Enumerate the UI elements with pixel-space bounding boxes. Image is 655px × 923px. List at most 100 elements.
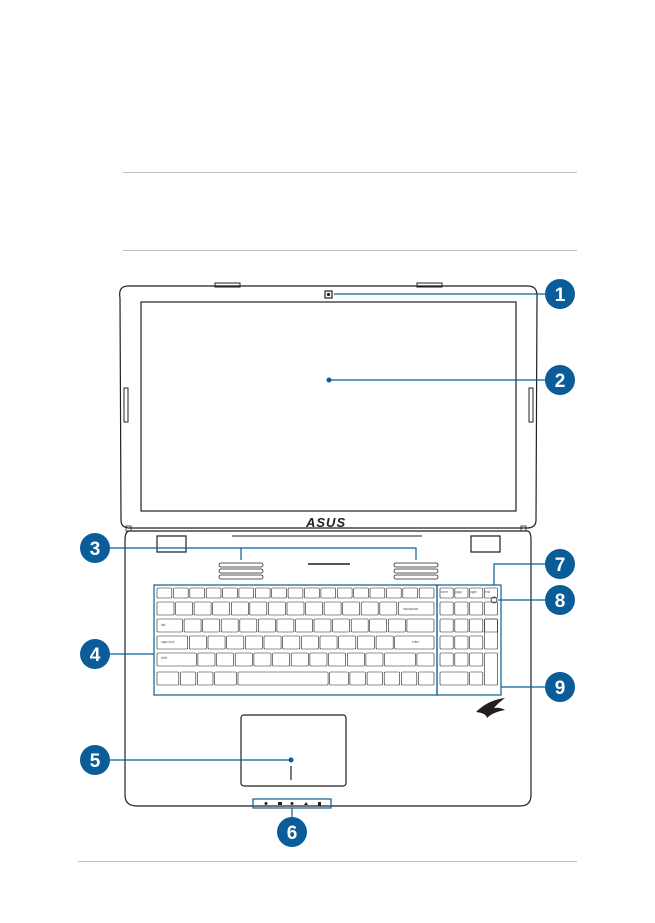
key-r4-6[interactable] [263, 635, 282, 650]
key-r3-5[interactable] [239, 618, 258, 633]
key-r5-1[interactable] [156, 652, 197, 667]
key-r6-3[interactable] [197, 671, 214, 686]
key-r5-13[interactable] [416, 652, 435, 667]
key-r2-13[interactable] [379, 601, 398, 616]
key-r1-12[interactable] [336, 587, 353, 599]
numpad-key-r1-1[interactable] [439, 587, 454, 599]
key-r2-12[interactable] [360, 601, 379, 616]
key-r1-10[interactable] [304, 587, 320, 599]
key-r3-13[interactable] [387, 618, 406, 633]
key-r6-7[interactable] [349, 671, 366, 686]
key-r2-2[interactable] [175, 601, 193, 616]
numpad-key-r4-1[interactable] [439, 635, 454, 650]
key-r3-6[interactable] [257, 618, 276, 633]
key-r2-3[interactable] [193, 601, 212, 616]
key-r5-9[interactable] [328, 652, 347, 667]
key-r3-11[interactable] [350, 618, 369, 633]
numpad-key-r1-4[interactable] [484, 587, 498, 599]
numpad-key-r3-2[interactable] [454, 618, 469, 633]
key-r1-3[interactable] [189, 587, 205, 599]
key-r3-8[interactable] [295, 618, 313, 633]
key-r4-3[interactable] [207, 635, 226, 650]
key-r5-11[interactable] [365, 652, 384, 667]
key-r1-17[interactable] [418, 587, 435, 599]
numpad-key-r2-1[interactable] [439, 601, 454, 616]
key-r5-7[interactable] [290, 652, 309, 667]
numpad-key-r2-3[interactable] [469, 601, 484, 616]
key-r3-3[interactable] [202, 618, 220, 633]
numpad-key-r1-3[interactable] [469, 587, 484, 599]
key-r4-4[interactable] [226, 635, 245, 650]
key-r2-5[interactable] [231, 601, 249, 616]
numpad-key-r3-3[interactable] [469, 618, 484, 633]
key-r6-9[interactable] [383, 671, 401, 686]
key-r1-9[interactable] [287, 587, 304, 599]
key-r2-8[interactable] [286, 601, 305, 616]
numpad-enter-key[interactable] [484, 652, 498, 686]
key-r4-9[interactable] [319, 635, 338, 650]
numpad-key-r3-4[interactable] [484, 618, 498, 633]
key-r4-5[interactable] [245, 635, 263, 650]
key-r1-15[interactable] [386, 587, 402, 599]
numpad-key-r2-2[interactable] [454, 601, 469, 616]
key-r2-10[interactable] [323, 601, 342, 616]
key-r2-4[interactable] [212, 601, 230, 616]
numpad-key-r6-1[interactable] [439, 671, 469, 686]
numpad-key-r5-2[interactable] [454, 652, 469, 667]
key-r5-2[interactable] [197, 652, 216, 667]
key-r1-6[interactable] [238, 587, 254, 599]
numpad-key-r6-3[interactable] [469, 671, 484, 686]
key-r5-10[interactable] [346, 652, 365, 667]
key-r4-7[interactable] [282, 635, 301, 650]
key-r5-8[interactable] [309, 652, 328, 667]
key-r5-5[interactable] [253, 652, 272, 667]
key-r1-14[interactable] [369, 587, 386, 599]
key-r1-11[interactable] [320, 587, 336, 599]
key-r5-12[interactable] [384, 652, 416, 667]
key-r2-6[interactable] [249, 601, 268, 616]
key-r3-10[interactable] [332, 618, 350, 633]
key-r5-3[interactable] [216, 652, 234, 667]
key-r2-1[interactable] [156, 601, 175, 616]
numpad-key-r5-3[interactable] [469, 652, 484, 667]
key-r2-9[interactable] [305, 601, 323, 616]
numpad-key-r3-1[interactable] [439, 618, 454, 633]
key-r3-7[interactable] [276, 618, 295, 633]
key-r6-4[interactable] [214, 671, 237, 686]
key-r6-11[interactable] [418, 671, 435, 686]
key-r2-7[interactable] [268, 601, 286, 616]
numpad-key-r4-3[interactable] [469, 635, 484, 650]
power-button[interactable] [490, 596, 498, 604]
key-r3-2[interactable] [183, 618, 202, 633]
key-r1-7[interactable] [255, 587, 271, 599]
key-r4-13[interactable] [394, 635, 435, 650]
key-r1-8[interactable] [271, 587, 287, 599]
numpad-key-r4-2[interactable] [454, 635, 469, 650]
key-r5-6[interactable] [272, 652, 291, 667]
key-r3-9[interactable] [313, 618, 332, 633]
key-r1-5[interactable] [222, 587, 238, 599]
key-r1-16[interactable] [402, 587, 418, 599]
touchpad[interactable] [240, 714, 347, 787]
key-r4-11[interactable] [357, 635, 375, 650]
key-r1-2[interactable] [173, 587, 189, 599]
numpad-plus-key[interactable] [484, 618, 498, 650]
key-r4-1[interactable] [156, 635, 189, 650]
key-r4-2[interactable] [189, 635, 207, 650]
key-r6-5[interactable] [237, 671, 329, 686]
key-r3-4[interactable] [220, 618, 239, 633]
key-r2-14[interactable] [398, 601, 435, 616]
key-r2-11[interactable] [342, 601, 361, 616]
key-r4-12[interactable] [375, 635, 394, 650]
key-r6-10[interactable] [400, 671, 418, 686]
key-r1-13[interactable] [353, 587, 369, 599]
key-r4-10[interactable] [338, 635, 357, 650]
key-r3-12[interactable] [369, 618, 388, 633]
numpad-key-r5-1[interactable] [439, 652, 454, 667]
numpad-key-r1-2[interactable] [454, 587, 469, 599]
key-r6-6[interactable] [329, 671, 349, 686]
key-r5-4[interactable] [234, 652, 253, 667]
key-r6-8[interactable] [366, 671, 383, 686]
key-r6-1[interactable] [156, 671, 180, 686]
key-r3-14[interactable] [406, 618, 435, 633]
